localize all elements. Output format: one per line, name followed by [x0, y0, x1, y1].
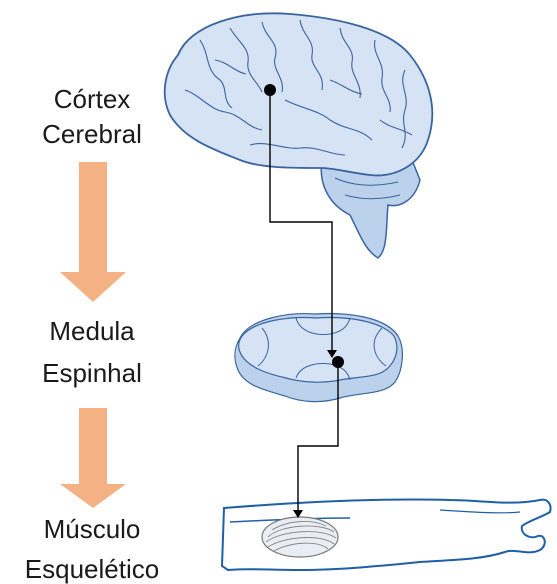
label-muscle-line2: Esquelético: [25, 554, 159, 584]
label-cortex-line1: Córtex: [54, 84, 131, 114]
spinal-neuron-dot: [332, 356, 344, 368]
down-arrow-1: [60, 162, 126, 302]
down-arrow-2: [60, 408, 126, 508]
cortex-neuron-dot: [264, 84, 276, 96]
spinal-cord-illustration: [235, 314, 403, 402]
label-muscle-line1: Músculo: [44, 514, 141, 544]
label-cortex-line2: Cerebral: [42, 119, 142, 149]
label-spinal-line2: Espinhal: [42, 358, 142, 388]
arm-muscle-illustration: [222, 499, 551, 570]
label-spinal-line1: Medula: [49, 316, 135, 346]
